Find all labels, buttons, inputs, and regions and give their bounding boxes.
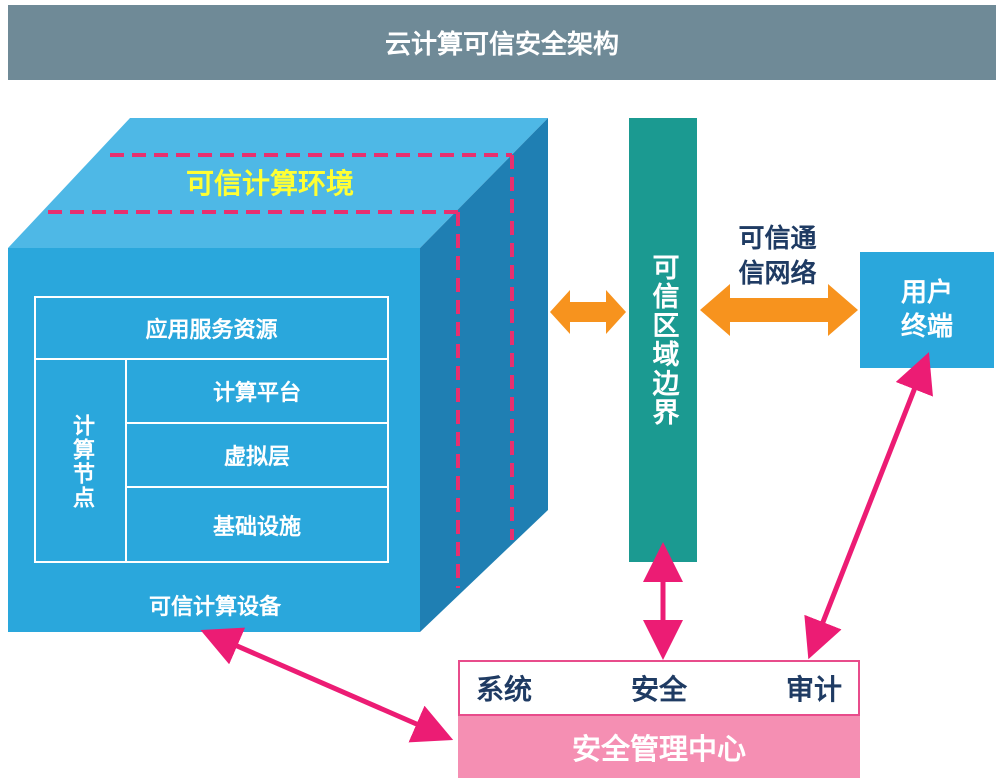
app-service-label: 应用服务资源	[145, 318, 278, 343]
cube-top-face	[8, 118, 548, 248]
layer-label-infra: 基础设施	[212, 514, 301, 540]
layer-label-platform: 计算平台	[212, 381, 301, 406]
layer-row-infra: 基础设施	[125, 486, 389, 563]
user-terminal: 用户 终端	[860, 252, 994, 368]
page-title: 云计算可信安全架构	[8, 5, 996, 80]
layer-row-platform: 计算平台	[125, 358, 389, 424]
layer-label-virtual: 虚拟层	[223, 445, 290, 470]
terminal-label-line1: 用户	[900, 278, 953, 308]
trusted-device-label: 可信计算设备	[148, 595, 281, 620]
function-security: 安全	[630, 673, 687, 706]
trusted-boundary: 可信区域边界	[629, 118, 697, 562]
cube-front-face	[8, 248, 420, 632]
app-service-row: 应用服务资源	[34, 296, 389, 360]
network-label-line2: 信网络	[738, 259, 817, 289]
trusted-network-label: 可信通 信网络	[720, 222, 835, 294]
function-audit: 审计	[785, 673, 842, 706]
cube-side-face	[420, 118, 548, 632]
compute-node-label: 计算节点	[69, 414, 94, 510]
security-management-center: 安全管理中心	[458, 716, 860, 778]
function-system: 系统	[476, 673, 533, 706]
layer-row-virtual: 虚拟层	[125, 422, 389, 488]
network-label-line1: 可信通	[738, 224, 817, 254]
management-functions-row: 系统 安全 审计	[458, 660, 860, 716]
terminal-label-line2: 终端	[900, 312, 953, 342]
trusted-env-label: 可信计算环境	[185, 167, 354, 200]
